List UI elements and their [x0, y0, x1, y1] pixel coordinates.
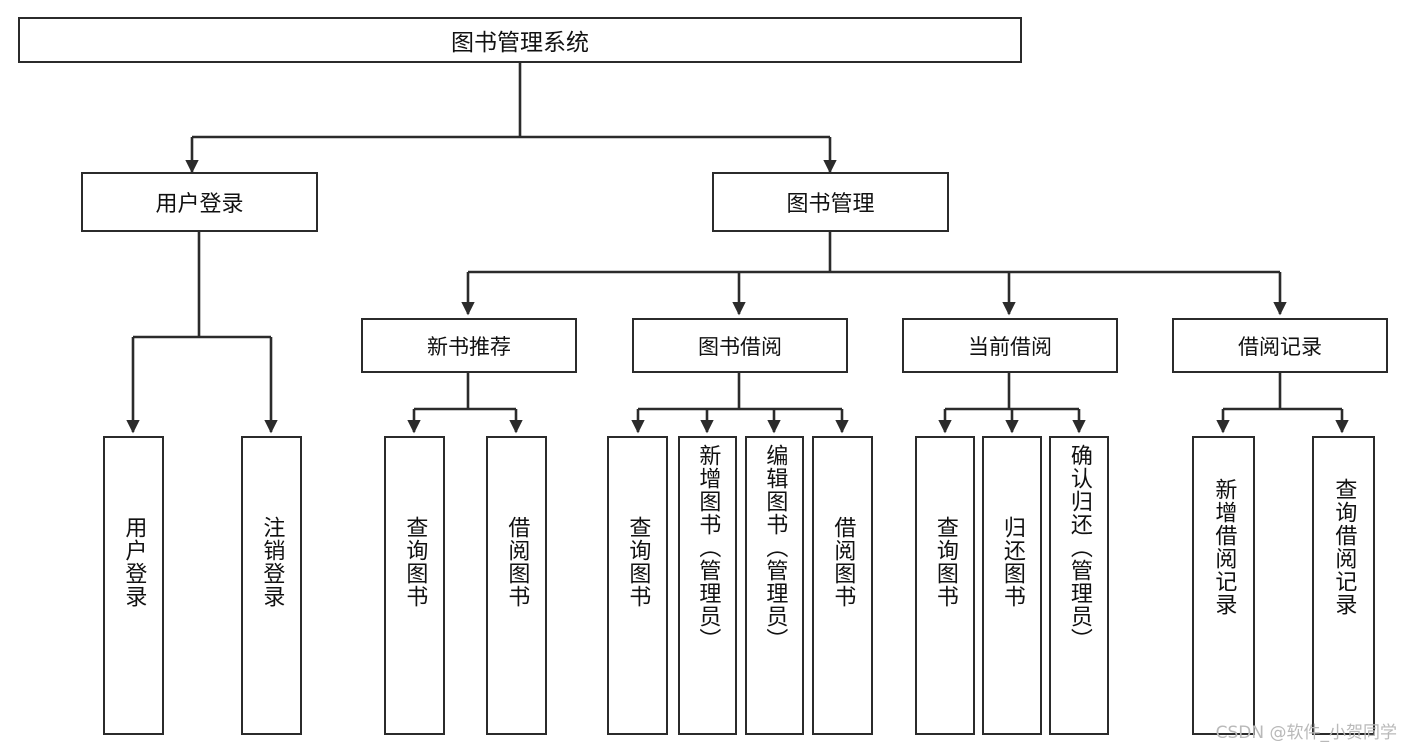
leaf-book-borrow-borrow-label: 借阅图书 — [830, 516, 856, 608]
leaf-new-book-borrow-label: 借阅图书 — [504, 516, 530, 608]
node-book-manage-label: 图书管理 — [786, 192, 875, 217]
leaf-book-borrow-edit-label: 编辑图书（管理员） — [762, 444, 788, 651]
node-user-login-label: 用户登录 — [155, 192, 244, 217]
leaf-new-book-query[interactable]: 查询图书 — [384, 436, 445, 735]
leaf-new-book-borrow[interactable]: 借阅图书 — [486, 436, 547, 735]
node-book-borrow[interactable]: 图书借阅 — [632, 318, 848, 373]
node-borrow-record[interactable]: 借阅记录 — [1172, 318, 1388, 373]
leaf-book-borrow-query-label: 查询图书 — [625, 516, 651, 608]
leaf-borrow-record-query-label: 查询借阅记录 — [1331, 478, 1357, 616]
node-root-label: 图书管理系统 — [451, 30, 589, 56]
leaf-current-borrow-query[interactable]: 查询图书 — [915, 436, 975, 735]
leaf-current-borrow-confirm-label: 确认归还（管理员） — [1066, 444, 1092, 651]
leaf-user-login-logout[interactable]: 注销登录 — [241, 436, 302, 735]
node-book-manage[interactable]: 图书管理 — [712, 172, 949, 232]
node-borrow-record-label: 借阅记录 — [1238, 334, 1322, 359]
node-user-login[interactable]: 用户登录 — [81, 172, 318, 232]
leaf-new-book-query-label: 查询图书 — [402, 516, 428, 608]
watermark-text: CSDN @软件_小贺同学 — [1215, 723, 1397, 743]
leaf-borrow-record-query[interactable]: 查询借阅记录 — [1312, 436, 1375, 735]
leaf-book-borrow-edit[interactable]: 编辑图书（管理员） — [745, 436, 804, 735]
leaf-borrow-record-add-label: 新增借阅记录 — [1211, 478, 1237, 616]
node-new-book-recommend-label: 新书推荐 — [427, 334, 511, 359]
leaf-user-login-login[interactable]: 用户登录 — [103, 436, 164, 735]
leaf-book-borrow-add[interactable]: 新增图书（管理员） — [678, 436, 737, 735]
node-current-borrow-label: 当前借阅 — [968, 334, 1052, 359]
leaf-book-borrow-borrow[interactable]: 借阅图书 — [812, 436, 873, 735]
node-root[interactable]: 图书管理系统 — [18, 17, 1022, 63]
leaf-current-borrow-query-label: 查询图书 — [932, 516, 958, 608]
leaf-current-borrow-return[interactable]: 归还图书 — [982, 436, 1042, 735]
node-current-borrow[interactable]: 当前借阅 — [902, 318, 1118, 373]
leaf-borrow-record-add[interactable]: 新增借阅记录 — [1192, 436, 1255, 735]
leaf-current-borrow-confirm[interactable]: 确认归还（管理员） — [1049, 436, 1109, 735]
leaf-current-borrow-return-label: 归还图书 — [999, 516, 1025, 608]
node-book-borrow-label: 图书借阅 — [698, 334, 782, 359]
node-new-book-recommend[interactable]: 新书推荐 — [361, 318, 577, 373]
leaf-user-login-logout-label: 注销登录 — [259, 516, 285, 608]
leaf-user-login-login-label: 用户登录 — [121, 516, 147, 608]
leaf-book-borrow-add-label: 新增图书（管理员） — [695, 444, 721, 651]
leaf-book-borrow-query[interactable]: 查询图书 — [607, 436, 668, 735]
